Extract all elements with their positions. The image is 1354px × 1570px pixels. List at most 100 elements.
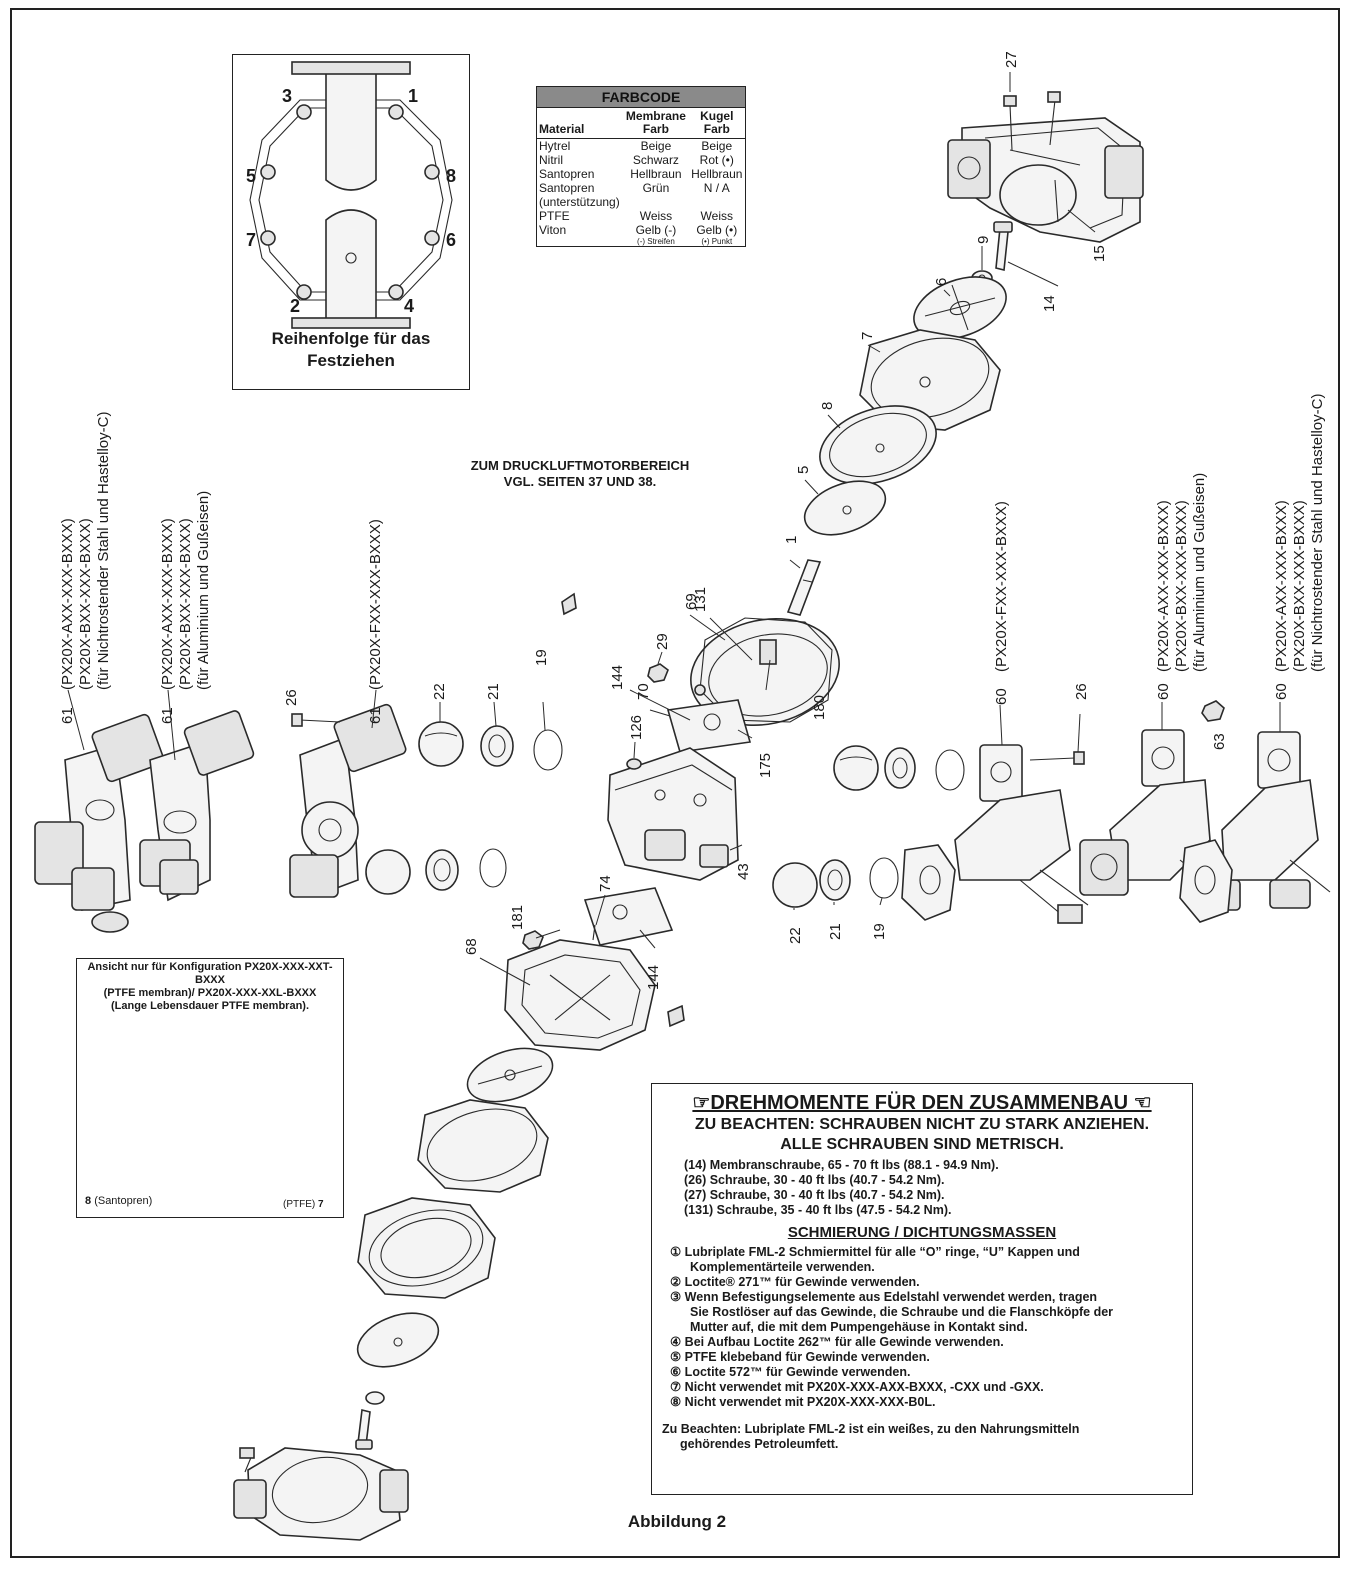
callout-1: 1 (783, 536, 800, 544)
seq-num-8: 8 (446, 166, 456, 186)
callout-60-f: 60 (993, 688, 1010, 705)
label-right-ss-1: (PX20X-AXX-XXX-BXXX) (1273, 500, 1290, 672)
lube-item: ③ Wenn Befestigungselemente aus Edelstah… (670, 1290, 1114, 1334)
seq-caption-line2: Festziehen (307, 351, 395, 370)
label-right-f: (PX20X-FXX-XXX-BXXX) (993, 501, 1010, 672)
shaft-1 (786, 559, 822, 616)
callout-181: 181 (509, 905, 526, 930)
lube-item: ① Lubriplate FML-2 Schmiermittel für all… (670, 1245, 1080, 1274)
nut-29 (647, 663, 669, 683)
callout-22-right: 22 (787, 927, 804, 944)
callout-43: 43 (735, 863, 752, 880)
callout-61-f: 61 (367, 707, 384, 724)
tightening-sequence-box (232, 54, 470, 390)
inset-caption: Ansicht nur für Konfiguration PX20X-XXX-… (87, 961, 333, 1012)
manifold-60-f (901, 744, 1089, 924)
label-left-ss-3: (für Nichtrostender Stahl und Hastelloy-… (95, 412, 112, 690)
manifold-61-al (91, 710, 255, 933)
label-right-al-3: (für Aluminium und Gußeisen) (1191, 473, 1208, 672)
callout-70: 70 (635, 683, 652, 700)
lower-manifold (233, 1447, 409, 1541)
ptfe-inset-box: Ansicht nur für Konfiguration PX20X-XXX-… (76, 958, 344, 1218)
callout-68: 68 (463, 938, 480, 955)
torque-warning-2: ALLE SCHRAUBEN SIND METRISCH. (780, 1136, 1064, 1153)
label-left-al-1: (PX20X-AXX-XXX-BXXX) (159, 518, 176, 690)
air-motor-note: ZUM DRUCKLUFTMOTORBEREICH VGL. SEITEN 37… (420, 458, 740, 490)
torque-title: ☞DREHMOMENTE FÜR DEN ZUSAMMENBAU ☜ (692, 1092, 1152, 1114)
model-labels: (PX20X-AXX-XXX-BXXX) (PX20X-BXX-XXX-BXXX… (59, 394, 1326, 690)
plug-126 (626, 758, 642, 770)
callout-27: 27 (1003, 51, 1020, 68)
lube-item: ⑥ Loctite 572™ für Gewinde verwenden. (670, 1365, 911, 1379)
flow-arrow-top (561, 592, 577, 616)
callout-numbers: 27 15 14 9 6 7 8 5 1 131 69 29 180 144 7… (59, 51, 1290, 990)
lube-note: Zu Beachten: Lubriplate FML-2 ist ein we… (662, 1422, 1080, 1451)
callout-61-ss: 61 (59, 707, 76, 724)
air-motor-note-line2: VGL. SEITEN 37 UND 38. (503, 474, 657, 489)
label-left-al-2: (PX20X-BXX-XXX-BXXX) (177, 518, 194, 690)
callout-29: 29 (654, 633, 671, 650)
callout-6: 6 (933, 278, 950, 286)
callout-19-right: 19 (871, 923, 888, 940)
diaphragm-lower-8 (357, 1197, 496, 1299)
callout-60-ss: 60 (1273, 683, 1290, 700)
diaphragm-7 (859, 329, 1001, 431)
nut-181 (522, 930, 544, 950)
color-code-title: FARBCODE (537, 87, 745, 108)
torque-item: (131) Schraube, 35 - 40 ft lbs (47.5 - 5… (684, 1203, 952, 1217)
torque-box: ☞DREHMOMENTE FÜR DEN ZUSAMMENBAU ☜ ZU BE… (651, 1083, 1193, 1495)
callout-21-right: 21 (827, 923, 844, 940)
callout-144-top: 144 (609, 665, 626, 690)
lube-item: ④ Bei Aufbau Loctite 262™ für alle Gewin… (670, 1335, 1004, 1349)
leader-lines (67, 72, 1281, 986)
upper-manifold (947, 91, 1144, 243)
seq-num-3: 3 (282, 86, 292, 106)
air-chamber-68 (504, 939, 656, 1051)
torque-item: (26) Schraube, 30 - 40 ft lbs (40.7 - 54… (684, 1173, 945, 1187)
right-check-parts (772, 745, 965, 908)
callout-14: 14 (1041, 295, 1058, 312)
callout-26-left: 26 (283, 689, 300, 706)
lube-title: SCHMIERUNG / DICHTUNGSMASSEN (787, 1224, 1057, 1241)
callout-61-al: 61 (159, 707, 176, 724)
label-right-al-2: (PX20X-BXX-XXX-BXXX) (1173, 500, 1190, 672)
label-left-ss-1: (PX20X-AXX-XXX-BXXX) (59, 518, 76, 690)
manifold-60-ss (1179, 731, 1331, 923)
air-chamber-69 (690, 617, 840, 736)
diaphragm-lower-7 (417, 1099, 549, 1193)
outer-plate-lower (466, 1047, 554, 1103)
bolt-26-right (1029, 751, 1085, 765)
callout-69: 69 (683, 593, 700, 610)
table-footnote-row: (-) Streifen(•) Punkt (637, 237, 733, 246)
air-motor-note-line1: ZUM DRUCKLUFTMOTORBEREICH (470, 458, 690, 473)
callout-180: 180 (811, 695, 828, 720)
label-left-f: (PX20X-FXX-XXX-BXXX) (367, 519, 384, 690)
label-right-al-1: (PX20X-AXX-XXX-BXXX) (1155, 500, 1172, 672)
seq-num-2: 2 (290, 296, 300, 316)
outer-plate-6 (913, 276, 1007, 340)
bolt-26-left (291, 713, 341, 727)
inset-label-santopren: 8 (Santopren) (85, 1195, 153, 1207)
callout-175: 175 (757, 753, 774, 778)
manifold-61-ss (34, 713, 165, 911)
flow-arrow-bottom (667, 1004, 685, 1028)
callout-74: 74 (597, 875, 614, 892)
inset-label-ptfe: (PTFE) 7 (283, 1199, 324, 1210)
seq-num-4: 4 (404, 296, 414, 316)
callout-144-bottom: 144 (645, 965, 662, 990)
label-right-ss-2: (PX20X-BXX-XXX-BXXX) (1291, 500, 1308, 672)
lube-item: ⑦ Nicht verwendet mit PX20X-XXX-AXX-BXXX… (670, 1380, 1044, 1394)
seq-num-5: 5 (246, 166, 256, 186)
callout-8: 8 (819, 402, 836, 410)
callout-7: 7 (859, 332, 876, 340)
bolt-lower (355, 1391, 385, 1450)
lube-item: ⑧ Nicht verwendet mit PX20X-XXX-XXX-B0L. (670, 1395, 936, 1409)
tightening-sequence-caption: Reihenfolge für das Festziehen (232, 328, 470, 372)
